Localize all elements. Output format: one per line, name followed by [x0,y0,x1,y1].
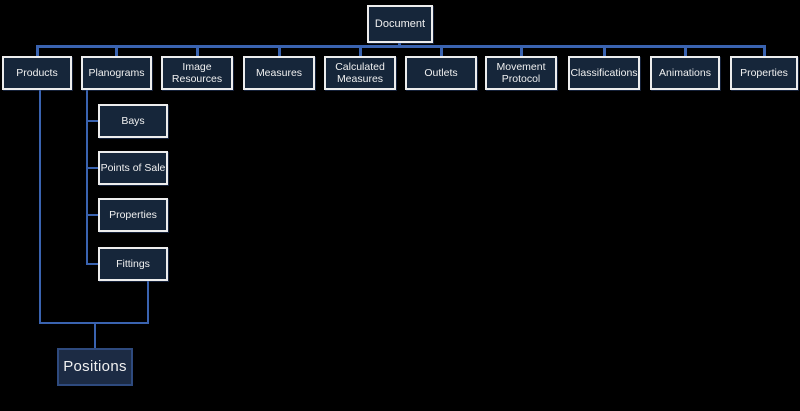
node-image-resources: Image Resources [161,56,233,90]
connector-stub-properties [763,45,766,56]
node-movement-protocol: Movement Protocol [485,56,557,90]
connector-stub-image-resources [196,45,199,56]
node-points-of-sale: Points of Sale [98,151,168,185]
node-outlets: Outlets [405,56,477,90]
connector-stub-products [36,45,39,56]
connector-stub-measures [278,45,281,56]
node-properties-child: Properties [98,198,168,232]
connector-positions-stub [94,322,96,348]
connector-stub-animations [684,45,687,56]
connector-stub-outlets [440,45,443,56]
connector-elbow-bays [86,120,98,122]
node-bays: Bays [98,104,168,138]
node-document: Document [367,5,433,43]
connector-elbow-properties [86,214,98,216]
connector-products-vline [39,90,41,324]
connector-bus [36,45,766,48]
connector-stub-classifications [603,45,606,56]
connector-stub-movement-protocol [520,45,523,56]
node-positions: Positions [57,348,133,386]
connector-planograms-vline [86,90,88,265]
connector-elbow-points-of-sale [86,167,98,169]
node-calculated-measures: Calculated Measures [324,56,396,90]
connector-elbow-fittings [86,263,98,265]
node-planograms: Planograms [81,56,152,90]
connector-stub-planograms [115,45,118,56]
node-classifications: Classifications [568,56,640,90]
connector-stub-calculated-measures [359,45,362,56]
node-measures: Measures [243,56,315,90]
node-properties: Properties [730,56,798,90]
node-fittings: Fittings [98,247,168,281]
connector-fittings-vline [147,281,149,324]
node-products: Products [2,56,72,90]
node-animations: Animations [650,56,720,90]
